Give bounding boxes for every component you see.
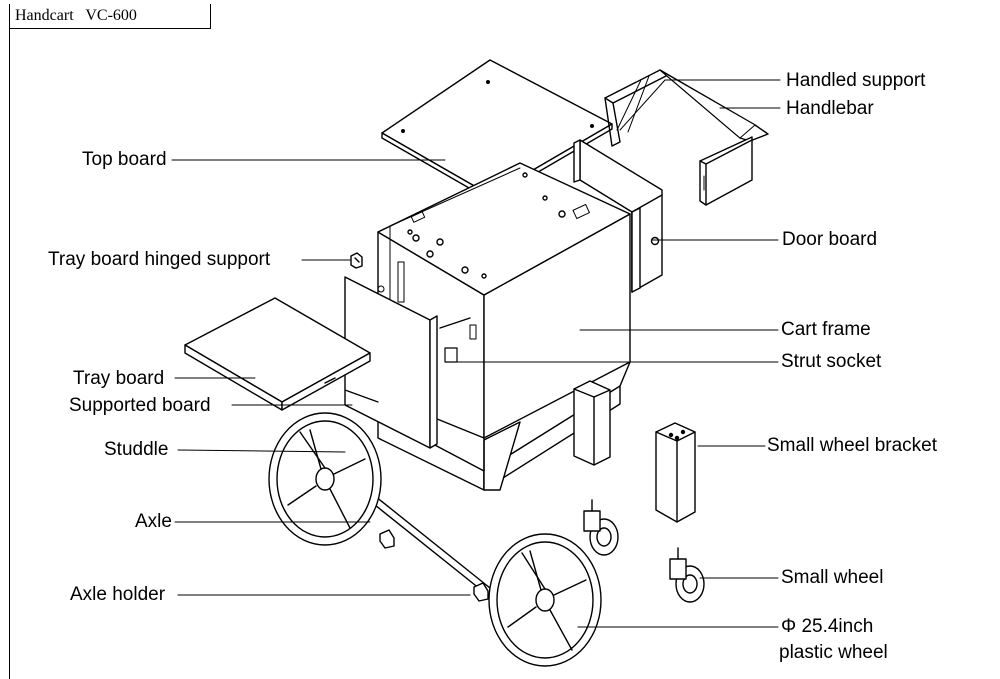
- small-wheel-part: [583, 499, 705, 603]
- small-wheel-bracket-part: [573, 380, 696, 523]
- label-handlebar: Handlebar: [786, 98, 874, 119]
- label-small-wheel: Small wheel: [781, 567, 884, 588]
- large-wheel-left: [268, 412, 382, 546]
- label-strut-socket: Strut socket: [781, 351, 882, 372]
- label-tray-hinged-support: Tray board hinged support: [48, 249, 271, 270]
- label-axle: Axle: [135, 511, 172, 532]
- label-tray-board: Tray board: [73, 368, 165, 389]
- label-studdle: Studdle: [104, 439, 169, 460]
- label-small-wheel-bracket: Small wheel bracket: [767, 435, 938, 456]
- label-cart-frame: Cart frame: [781, 319, 871, 340]
- label-plastic-wheel-size: Φ 25.4inch: [781, 616, 874, 637]
- label-top-board: Top board: [82, 149, 167, 170]
- front-door-part: [344, 276, 471, 449]
- label-door-board: Door board: [782, 229, 878, 250]
- large-wheel-right: [488, 533, 602, 667]
- leader-lines: [171, 79, 781, 628]
- hinged-support-part: [350, 252, 363, 269]
- door-board-part: [573, 139, 663, 293]
- handlebar-part: [604, 69, 769, 206]
- frame-border: [9, 4, 10, 679]
- label-plastic-wheel: plastic wheel: [779, 642, 888, 663]
- label-supported-board: Supported board: [69, 395, 211, 416]
- label-handled-support: Handled support: [786, 70, 926, 91]
- diagram-title: Handcart VC-600: [15, 7, 137, 24]
- title-tab: Handcart VC-600: [9, 4, 211, 29]
- label-axle-holder: Axle holder: [70, 584, 166, 605]
- axle-part: [364, 491, 501, 602]
